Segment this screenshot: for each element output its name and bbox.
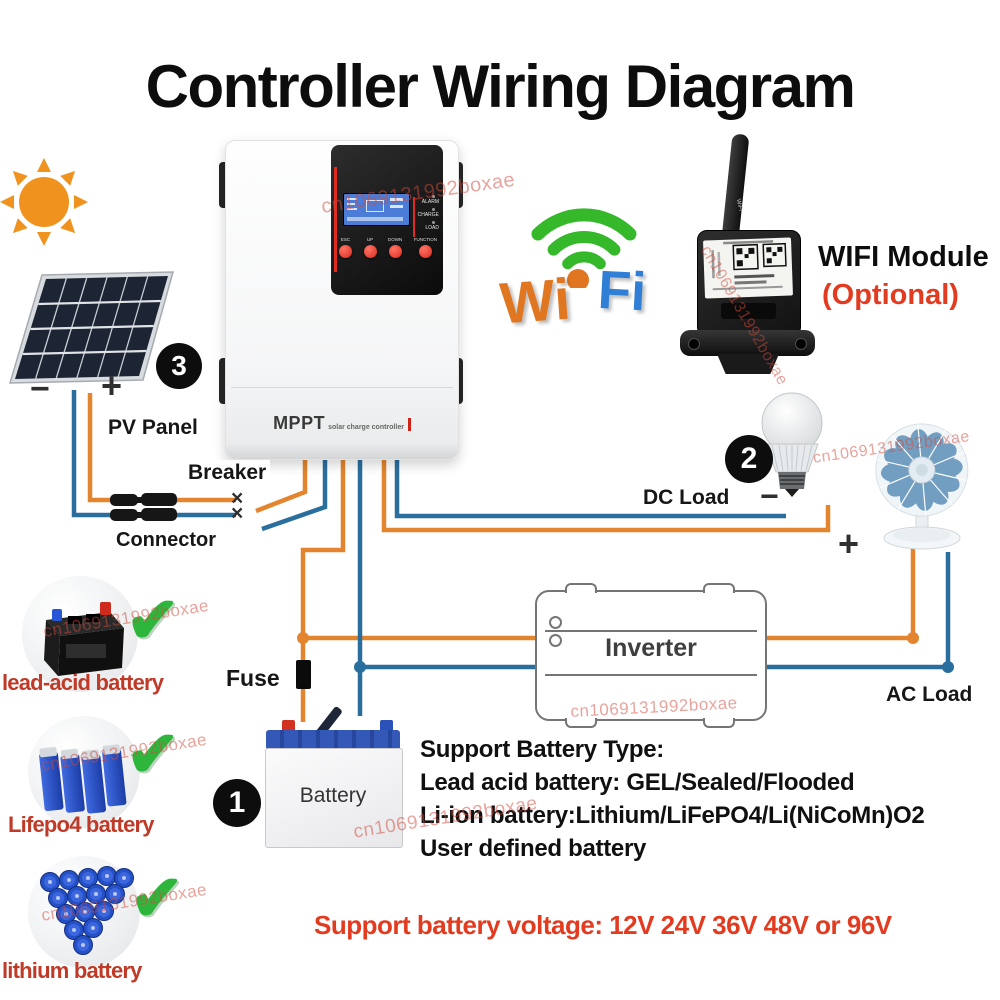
module-vent: [721, 303, 776, 319]
load-led: [432, 221, 435, 224]
pv-minus-sign: −: [30, 370, 50, 408]
inverter-image: Inverter: [535, 583, 767, 728]
dc-minus-sign: −: [760, 478, 779, 514]
screw-hole: [795, 338, 807, 350]
screw-hole: [688, 338, 700, 350]
mppt-charge-controller: ALARM CHARGE LOAD ESC UP DOWN FUNCTION M…: [225, 140, 459, 460]
inverter-tab: [703, 718, 735, 728]
support-line-2: Li-ion battery:Lithium/LiFePO4/Li(NiCoMn…: [420, 802, 925, 829]
support-line-1: Lead acid battery: GEL/Sealed/Flooded: [420, 769, 855, 796]
esc-button[interactable]: [339, 245, 352, 258]
module-label: [703, 237, 793, 299]
alarm-label: ALARM: [421, 199, 439, 205]
inverter-led: [549, 634, 562, 647]
red-accent-bar: [413, 197, 415, 237]
pv-panel-label: PV Panel: [108, 416, 198, 439]
charge-label: CHARGE: [417, 212, 439, 218]
battery-body: [265, 748, 403, 848]
breaker-cross-negative: ×: [231, 502, 244, 525]
mc4-connector-pair-negative: [110, 508, 177, 521]
step-badge-pv: 3: [156, 343, 202, 389]
lifepo4-battery-image: [28, 716, 140, 828]
inverter-tab: [565, 718, 597, 728]
case-shade: [226, 443, 458, 459]
wifi-optional-label: (Optional): [822, 279, 959, 311]
battery-support-text: Support Battery Type: Lead acid battery:…: [420, 733, 995, 865]
wifi-logo-fi: Fi: [596, 259, 648, 323]
inverter-panel-line: [545, 630, 757, 632]
lithium-label: lithium battery: [2, 958, 142, 983]
inverter-panel-line: [545, 674, 757, 676]
junction-dot: [297, 632, 309, 644]
function-button-label: FUNCTION: [413, 237, 437, 242]
fan-icon: [875, 423, 969, 550]
step-badge-battery: 1: [213, 779, 261, 827]
check-icon: ✔: [126, 584, 180, 656]
junction-dot: [354, 661, 366, 673]
inverter-led: [549, 616, 562, 629]
wifi-signal-icon: [531, 208, 637, 288]
inverter-label: Inverter: [605, 634, 697, 662]
brand-suffix: solar charge controller: [328, 424, 404, 431]
support-heading: Support Battery Type:: [420, 736, 664, 763]
pv-plus-sign: +: [101, 365, 123, 406]
controller-display-panel: ALARM CHARGE LOAD ESC UP DOWN FUNCTION: [331, 145, 443, 295]
wifi-antenna: [721, 133, 750, 241]
dc-plus-sign: +: [838, 523, 860, 564]
wifi-module-label: WIFI Module: [818, 241, 989, 273]
fuse-body: [296, 660, 311, 689]
wifi-logo-wi: Wi: [497, 266, 573, 337]
load-label: LOAD: [425, 225, 439, 231]
wifi-module-body: [697, 230, 801, 337]
step-badge-dc-load: 2: [725, 435, 773, 483]
battery-label: Battery: [299, 784, 367, 807]
charge-led: [432, 208, 435, 211]
controller-buttons: ESC UP DOWN FUNCTION: [339, 237, 437, 258]
brand-mppt: MPPT: [273, 413, 326, 433]
lcd-screen: [343, 193, 410, 226]
module-connector: [717, 354, 779, 374]
voltage-note: Support battery voltage: 12V 24V 36V 48V…: [314, 910, 892, 940]
junction-dot: [907, 632, 919, 644]
brand-red-bar: [407, 418, 411, 431]
down-button[interactable]: [388, 245, 402, 258]
inverter-tab: [565, 583, 597, 593]
mc4-connector-pair-positive: [110, 493, 177, 506]
lead-acid-label: lead-acid battery: [2, 670, 164, 695]
lithium-battery-image: [28, 856, 140, 968]
fuse-label: Fuse: [226, 665, 280, 691]
status-indicators: ALARM CHARGE LOAD: [413, 195, 439, 234]
page-title: Controller Wiring Diagram: [145, 53, 856, 120]
battery-top-band: [266, 730, 400, 750]
lifepo4-label: Lifepo4 battery: [8, 812, 155, 837]
inverter-tab: [703, 583, 735, 593]
battery-image: Battery: [262, 698, 404, 850]
esc-button-label: ESC: [340, 237, 351, 242]
check-icon: ✔: [130, 862, 184, 934]
connector-label: Connector: [116, 529, 216, 551]
check-icon: ✔: [126, 718, 180, 790]
down-button-label: DOWN: [388, 237, 403, 242]
battery-positive-wire: [300, 459, 346, 722]
pv-panel-image: [8, 271, 174, 384]
ac-load-label: AC Load: [886, 683, 973, 706]
sun-icon: [0, 158, 88, 246]
breaker-label: Breaker: [184, 460, 271, 486]
up-button[interactable]: [363, 245, 377, 258]
junction-dot: [942, 661, 954, 673]
up-button-label: UP: [366, 237, 374, 242]
function-button[interactable]: [418, 245, 432, 258]
wifi-module-image: WiFi: [675, 130, 830, 380]
lead-acid-battery-image: [22, 576, 138, 692]
breaker-blade-negative: [261, 459, 328, 532]
pv-negative-wire: [71, 390, 236, 518]
support-line-3: User defined battery: [420, 835, 647, 862]
module-flange: [680, 330, 815, 356]
alarm-led: [432, 195, 435, 198]
dc-load-label: DC Load: [640, 486, 733, 510]
case-seam: [231, 387, 453, 388]
red-accent-bar: [334, 167, 337, 272]
qr-code: [711, 240, 787, 291]
